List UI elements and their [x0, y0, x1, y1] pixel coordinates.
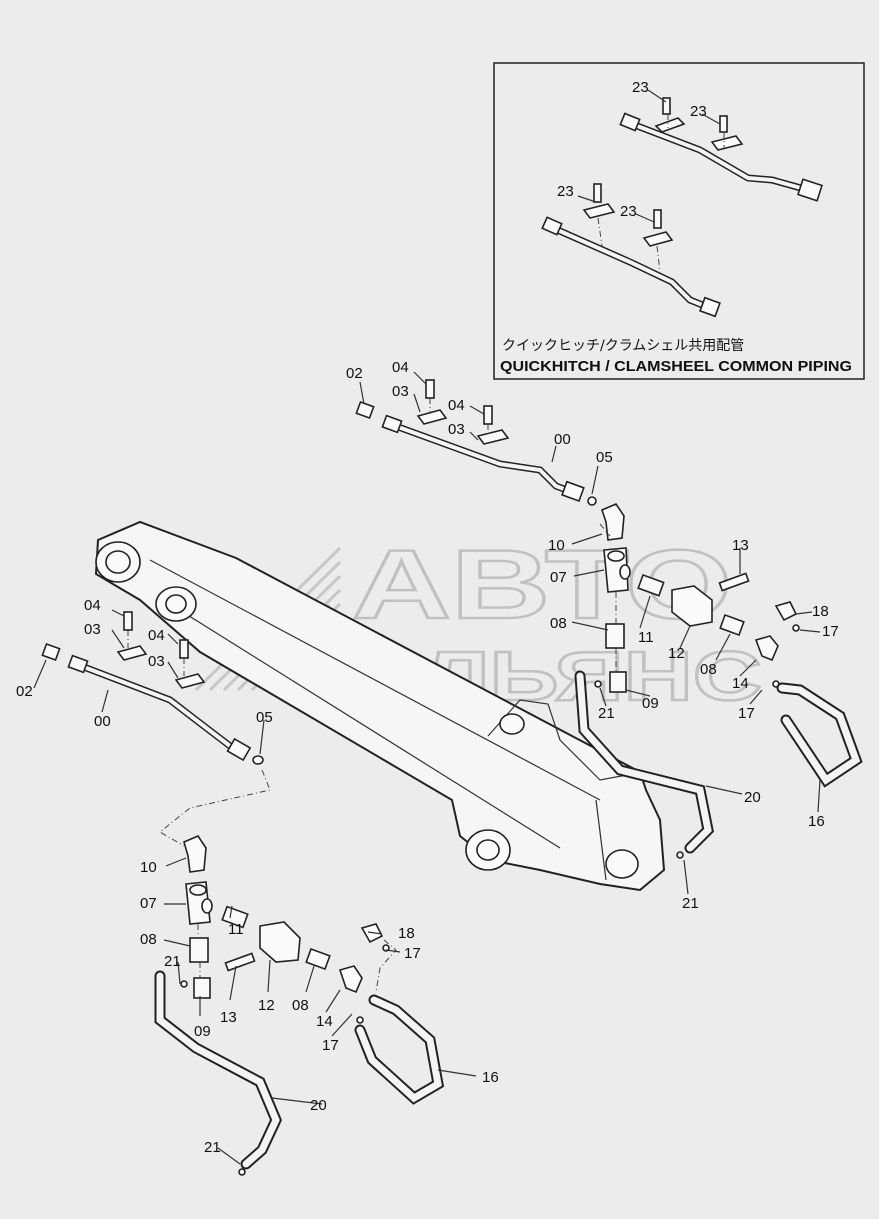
label-inset-23a: 23 — [632, 79, 649, 96]
label-top-09: 09 — [642, 695, 659, 712]
inset-caption-jp: クイックヒッチ/クラムシェル共用配管 — [502, 338, 744, 354]
label-bot-11: 11 — [228, 921, 244, 938]
label-bot-09: 09 — [194, 1023, 211, 1040]
label-top-14: 14 — [732, 675, 749, 692]
label-bot-12: 12 — [258, 997, 275, 1014]
label-left-03a: 03 — [84, 621, 101, 638]
left-pipe-assembly — [41, 611, 271, 847]
label-bot-08b: 08 — [292, 997, 309, 1014]
inset-frame — [493, 62, 865, 380]
label-top-13: 13 — [732, 537, 749, 554]
label-bot-20: 20 — [310, 1097, 327, 1114]
label-top-03a: 03 — [392, 383, 409, 400]
label-bot-14: 14 — [316, 1013, 333, 1030]
label-top-17b: 17 — [738, 705, 755, 722]
label-bot-17a: 17 — [404, 945, 421, 962]
label-left-05: 05 — [256, 709, 273, 726]
label-top-04b: 04 — [448, 397, 465, 414]
watermark-line1: АВТО — [352, 529, 732, 639]
label-top-20: 20 — [744, 789, 761, 806]
label-bot-18: 18 — [398, 925, 415, 942]
label-top-00: 00 — [554, 431, 571, 448]
label-top-04a: 04 — [392, 359, 409, 376]
label-inset-23d: 23 — [620, 203, 637, 220]
watermark: АВТО АЛЬЯНС — [194, 528, 763, 716]
part-labels: 02 04 03 04 03 00 05 10 13 07 18 08 17 1… — [16, 359, 839, 1156]
label-top-16: 16 — [808, 813, 825, 830]
label-top-21b: 21 — [682, 895, 699, 912]
label-top-11: 11 — [638, 629, 654, 646]
label-bot-13: 13 — [220, 1009, 237, 1026]
label-top-10: 10 — [548, 537, 565, 554]
label-top-17a: 17 — [822, 623, 839, 640]
label-top-08a: 08 — [550, 615, 567, 632]
label-top-18: 18 — [812, 603, 829, 620]
label-inset-23b: 23 — [690, 103, 707, 120]
label-bot-21b: 21 — [204, 1139, 221, 1156]
top-fitting-group — [574, 503, 863, 859]
label-left-00: 00 — [94, 713, 111, 730]
label-bot-07: 07 — [140, 895, 157, 912]
label-top-21a: 21 — [598, 705, 615, 722]
bottom-fitting-group — [154, 835, 445, 1176]
top-pipe-assembly — [355, 379, 597, 506]
label-bot-17b: 17 — [322, 1037, 339, 1054]
inset-caption-en: QUICKHITCH / CLAMSHEEL COMMON PIPING — [500, 358, 852, 375]
label-bot-21a: 21 — [164, 953, 181, 970]
label-top-08b: 08 — [700, 661, 717, 678]
label-top-03b: 03 — [448, 421, 465, 438]
inset-panel: 23 23 23 23 クイックヒッチ/クラムシェル共用配管 QUICKHITC… — [493, 62, 865, 380]
inset-pipe-lower — [541, 183, 721, 318]
label-left-04a: 04 — [84, 597, 101, 614]
label-bot-16: 16 — [482, 1069, 499, 1086]
boom-arm — [94, 520, 666, 892]
inset-pipe-upper — [619, 97, 823, 202]
label-bot-08a: 08 — [140, 931, 157, 948]
label-top-12: 12 — [668, 645, 685, 662]
label-inset-23c: 23 — [557, 183, 574, 200]
label-left-04b: 04 — [148, 627, 165, 644]
label-top-05: 05 — [596, 449, 613, 466]
label-top-02: 02 — [346, 365, 363, 382]
leader-lines — [33, 89, 821, 1165]
label-bot-10: 10 — [140, 859, 157, 876]
label-left-02: 02 — [16, 683, 33, 700]
label-top-07: 07 — [550, 569, 567, 586]
label-left-03b: 03 — [148, 653, 165, 670]
